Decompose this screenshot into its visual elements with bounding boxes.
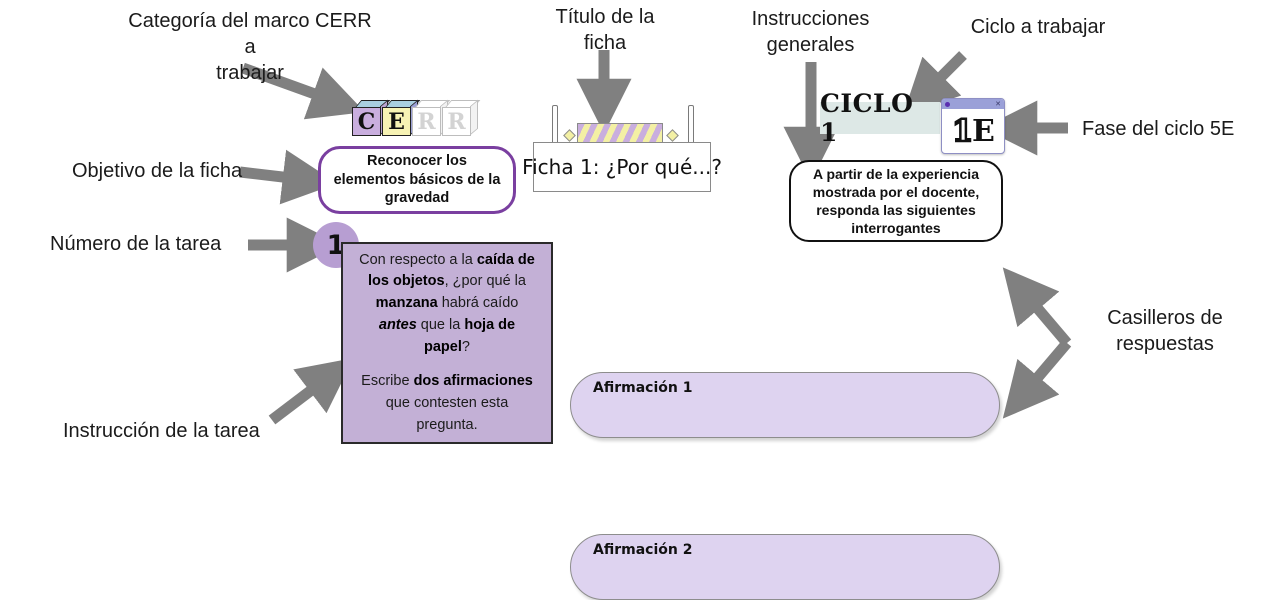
cerr-blocks: C E R R (352, 99, 481, 136)
general-instructions-box: A partir de la experiencia mostrada por … (789, 160, 1003, 242)
label-task-number: Número de la tarea (50, 233, 222, 255)
cerr-cube-r1: R (412, 99, 451, 136)
task-text: Con respecto a la caída de los objetos, … (355, 250, 539, 437)
task-box: Con respecto a la caída de los objetos, … (341, 242, 553, 444)
sign-main-frame: Ficha 1: ¿Por qué...? (522, 142, 722, 192)
answer-box-2-label: Afirmación 2 (593, 542, 693, 558)
window-title-bar: ✕ (942, 99, 1004, 109)
arrow-answers-upper (1002, 267, 1072, 347)
diagram-canvas: Categoría del marco CERR a trabajar Títu… (50, 6, 1235, 600)
task-number-circle: 1 (313, 222, 359, 268)
cerr-letter-c: C (352, 107, 381, 136)
answer-box-1[interactable]: Afirmación 1 (570, 372, 1000, 438)
label-sheet-title: Título de la ficha (555, 6, 655, 54)
label-phase-5e: Fase del ciclo 5E (1082, 118, 1235, 140)
close-icon[interactable]: ✕ (995, 100, 1001, 108)
phase-letter: E (972, 113, 995, 149)
answer-box-1-label: Afirmación 1 (593, 380, 693, 396)
cube-side-face (470, 99, 478, 136)
arrow-answers-lower (1002, 339, 1072, 419)
label-task-instruction: Instrucción de la tarea (63, 420, 260, 442)
sign-inner: Ficha 1: ¿Por qué...? (522, 148, 722, 186)
sheet-title-text: Ficha 1: ¿Por qué...? (522, 155, 722, 179)
cerr-letter-e: E (382, 107, 411, 136)
cerr-cube-c: C (352, 99, 391, 136)
phase-digit: 1 (951, 112, 974, 150)
cerr-cube-r2: R (442, 99, 481, 136)
sign-diamond-right (666, 129, 679, 142)
cerr-letter-r1: R (412, 107, 441, 136)
cerr-letter-r2: R (442, 107, 471, 136)
arrow-task-instruction (268, 358, 354, 425)
text-gap (355, 358, 539, 371)
label-cerr-category: Categoría del marco CERR a trabajar (128, 10, 372, 84)
answer-box-2[interactable]: Afirmación 2 (570, 534, 1000, 600)
label-general-instructions: Instrucciones generales (751, 8, 870, 56)
label-answer-boxes: Casilleros de respuestas (1107, 307, 1223, 355)
sheet-title-sign: Ficha 1: ¿Por qué...? (520, 95, 722, 205)
window-dot-icon (945, 101, 950, 107)
sign-diamond-left (563, 129, 576, 142)
cerr-cube-e: E (382, 99, 421, 136)
cycle-banner: CICLO 1 (820, 89, 940, 147)
objective-box: Reconocer los elementos básicos de la gr… (318, 146, 516, 214)
task-instruction: Escribe dos afirmaciones que contesten e… (361, 373, 533, 433)
label-cycle: Ciclo a trabajar (970, 16, 1106, 38)
task-question: Con respecto a la caída de los objetos, … (359, 251, 535, 355)
label-objective: Objetivo de la ficha (72, 160, 243, 182)
